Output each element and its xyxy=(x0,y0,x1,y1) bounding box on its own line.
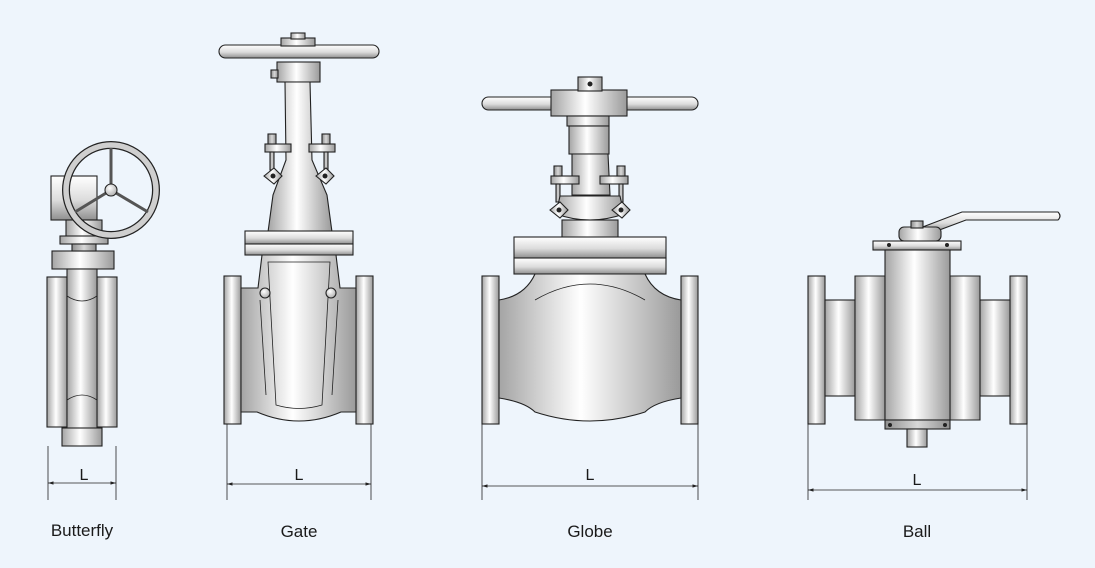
gate-body xyxy=(223,254,374,425)
globe-bonnet xyxy=(513,236,667,275)
butterfly-handwheel xyxy=(62,141,160,239)
butterfly-caption: Butterfly xyxy=(51,521,114,540)
gate-caption: Gate xyxy=(281,522,318,541)
globe-body xyxy=(481,273,699,425)
gate-handwheel xyxy=(218,32,380,59)
ball-dimension-label: L xyxy=(913,472,922,489)
globe-yoke xyxy=(549,115,631,239)
gate-bonnet xyxy=(244,230,354,256)
butterfly-dimension: L xyxy=(47,446,117,500)
ball-valve: L Ball xyxy=(807,211,1061,541)
butterfly-valve: L Butterfly xyxy=(46,141,160,540)
globe-handwheel xyxy=(481,76,699,117)
globe-valve: L Globe xyxy=(481,76,699,541)
butterfly-dimension-label: L xyxy=(80,467,89,484)
gate-dimension: L xyxy=(226,424,372,500)
ball-dimension: L xyxy=(807,424,1028,500)
globe-dimension: L xyxy=(481,424,699,500)
globe-dimension-label: L xyxy=(586,467,595,484)
ball-lever xyxy=(872,211,1061,251)
globe-caption: Globe xyxy=(567,522,612,541)
gate-valve: L Gate xyxy=(218,32,380,541)
gate-dimension-label: L xyxy=(295,467,304,484)
ball-caption: Ball xyxy=(903,522,931,541)
gate-yoke xyxy=(263,61,336,233)
ball-body xyxy=(807,249,1028,448)
butterfly-body xyxy=(46,268,118,447)
